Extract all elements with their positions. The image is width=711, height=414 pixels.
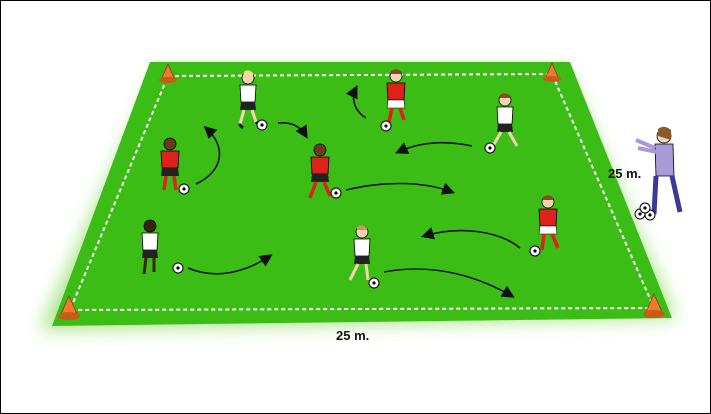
coach-icon: [636, 127, 680, 214]
ball-icon: [369, 278, 379, 288]
bottom-width-label: 25 m.: [336, 328, 369, 343]
side-length-label: 25 m.: [608, 166, 641, 181]
ball-icon: [331, 188, 341, 198]
ball-icon: [381, 121, 391, 131]
ball-icon: [485, 143, 495, 153]
pitch: [52, 62, 672, 326]
ball-icon: [257, 120, 267, 130]
ball-icon: [640, 203, 650, 213]
ball-icon: [173, 263, 183, 273]
ball-icon: [530, 246, 540, 256]
ball-icon: [179, 184, 189, 194]
